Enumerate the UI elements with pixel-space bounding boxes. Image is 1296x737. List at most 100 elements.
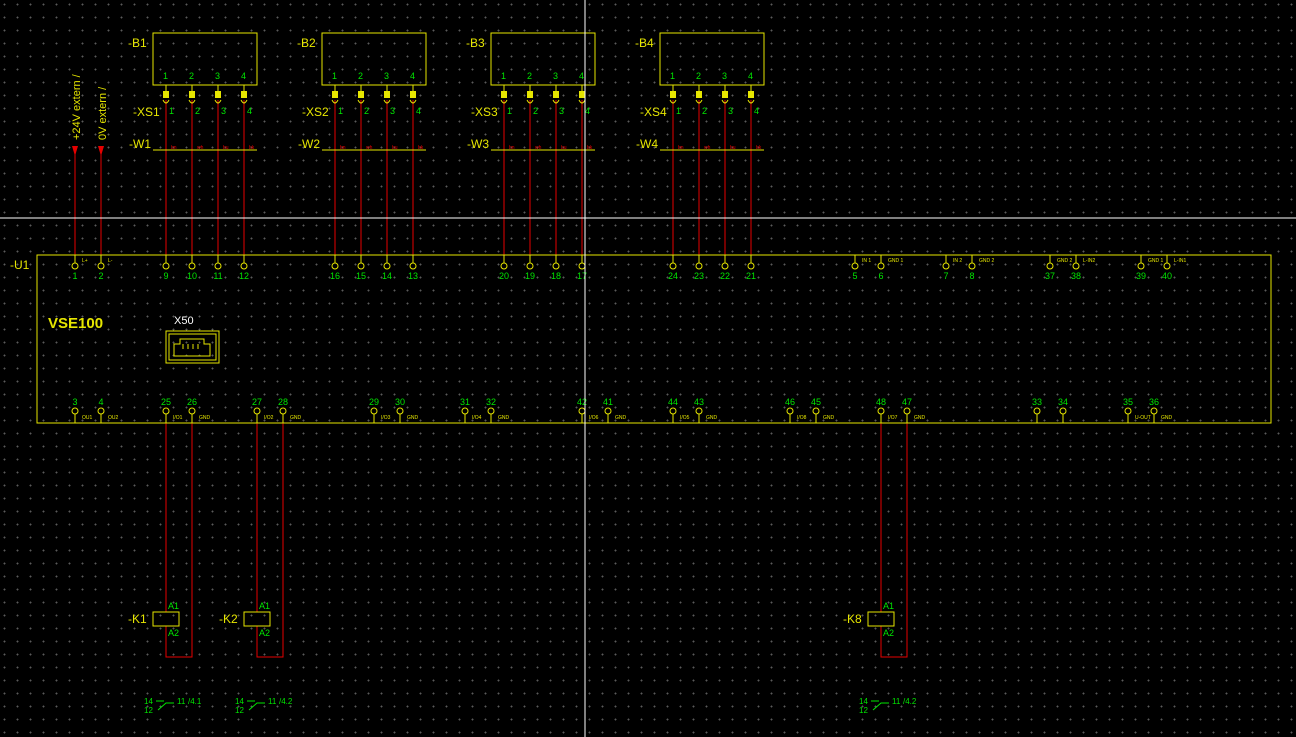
terminal-circle-icon[interactable] [942,262,950,270]
terminal-circle-icon[interactable] [396,407,404,415]
top-terminal-2[interactable]: 2L- [97,255,113,281]
terminal-circle-icon[interactable] [877,262,885,270]
terminal-circle-icon[interactable] [370,407,378,415]
terminal-circle-icon[interactable] [331,262,339,270]
terminal-circle-icon[interactable] [162,262,170,270]
terminal-circle-icon[interactable] [786,407,794,415]
top-terminal-40[interactable]: 40L-IN1 [1162,255,1186,281]
top-terminal-17[interactable]: 17 [577,255,587,281]
bottom-terminal-35[interactable]: 35U-OUT [1123,397,1151,423]
top-terminal-5[interactable]: 5IN 1 [851,255,871,281]
bottom-terminal-31[interactable]: 31I/O4 [460,397,482,423]
relay-coil-icon[interactable] [243,611,271,627]
terminal-circle-icon[interactable] [1150,407,1158,415]
terminal-circle-icon[interactable] [97,407,105,415]
top-terminal-15[interactable]: 15 [356,255,366,281]
terminal-circle-icon[interactable] [409,262,417,270]
top-terminal-19[interactable]: 19 [525,255,535,281]
terminal-circle-icon[interactable] [487,407,495,415]
terminal-circle-icon[interactable] [526,262,534,270]
top-terminal-13[interactable]: 13 [408,255,418,281]
top-terminal-12[interactable]: 12 [239,255,249,281]
bottom-terminal-27[interactable]: 27I/O2 [252,397,274,423]
top-terminal-7[interactable]: 7IN 2 [942,255,962,281]
terminal-circle-icon[interactable] [604,407,612,415]
ethernet-port-icon[interactable] [165,330,220,364]
top-terminal-24[interactable]: 24 [668,255,678,281]
terminal-circle-icon[interactable] [721,262,729,270]
terminal-circle-icon[interactable] [383,262,391,270]
terminal-circle-icon[interactable] [552,262,560,270]
top-terminal-9[interactable]: 9 [162,255,170,281]
terminal-circle-icon[interactable] [162,407,170,415]
terminal-circle-icon[interactable] [1124,407,1132,415]
terminal-circle-icon[interactable] [695,262,703,270]
terminal-circle-icon[interactable] [968,262,976,270]
top-terminal-10[interactable]: 10 [187,255,197,281]
terminal-circle-icon[interactable] [669,262,677,270]
terminal-circle-icon[interactable] [903,407,911,415]
bottom-terminal-25[interactable]: 25I/O1 [161,397,183,423]
vse100-module-box[interactable] [36,254,1272,424]
terminal-circle-icon[interactable] [695,407,703,415]
terminal-circle-icon[interactable] [747,262,755,270]
top-terminal-11[interactable]: 11 [213,255,223,281]
bottom-terminal-42[interactable]: 42I/O6 [577,397,599,423]
relay-coil-icon[interactable] [867,611,895,627]
terminal-circle-icon[interactable] [578,407,586,415]
terminal-circle-icon[interactable] [240,262,248,270]
terminal-circle-icon[interactable] [97,262,105,270]
top-terminal-16[interactable]: 16 [330,255,340,281]
top-terminal-23[interactable]: 23 [694,255,704,281]
bottom-terminal-34[interactable]: 34 [1058,397,1068,423]
bottom-terminal-29[interactable]: 29I/O3 [369,397,391,423]
terminal-circle-icon[interactable] [188,262,196,270]
terminal-circle-icon[interactable] [500,262,508,270]
sensor-box[interactable] [321,32,427,86]
terminal-circle-icon[interactable] [71,262,79,270]
terminal-circle-icon[interactable] [851,262,859,270]
terminal-circle-icon[interactable] [578,262,586,270]
terminal-circle-icon[interactable] [1059,407,1067,415]
terminal-circle-icon[interactable] [279,407,287,415]
top-terminal-21[interactable]: 21 [746,255,756,281]
terminal-circle-icon[interactable] [812,407,820,415]
terminal-circle-icon[interactable] [1033,407,1041,415]
top-terminal-38[interactable]: 38L-IN2 [1071,255,1095,281]
terminal-circle-icon[interactable] [1163,262,1171,270]
top-terminal-22[interactable]: 22 [720,255,730,281]
terminal-circle-icon[interactable] [188,407,196,415]
top-terminal-14[interactable]: 14 [382,255,392,281]
sensor-box[interactable] [659,32,765,86]
bottom-terminal-48[interactable]: 48I/O7 [876,397,898,423]
terminal-circle-icon[interactable] [253,407,261,415]
top-terminal-20[interactable]: 20 [499,255,509,281]
terminal-circle-icon[interactable] [877,407,885,415]
bottom-terminal-46[interactable]: 46I/O8 [785,397,807,423]
terminal-circle-icon[interactable] [71,407,79,415]
terminal-circle-icon[interactable] [669,407,677,415]
top-terminal-18[interactable]: 18 [551,255,561,281]
